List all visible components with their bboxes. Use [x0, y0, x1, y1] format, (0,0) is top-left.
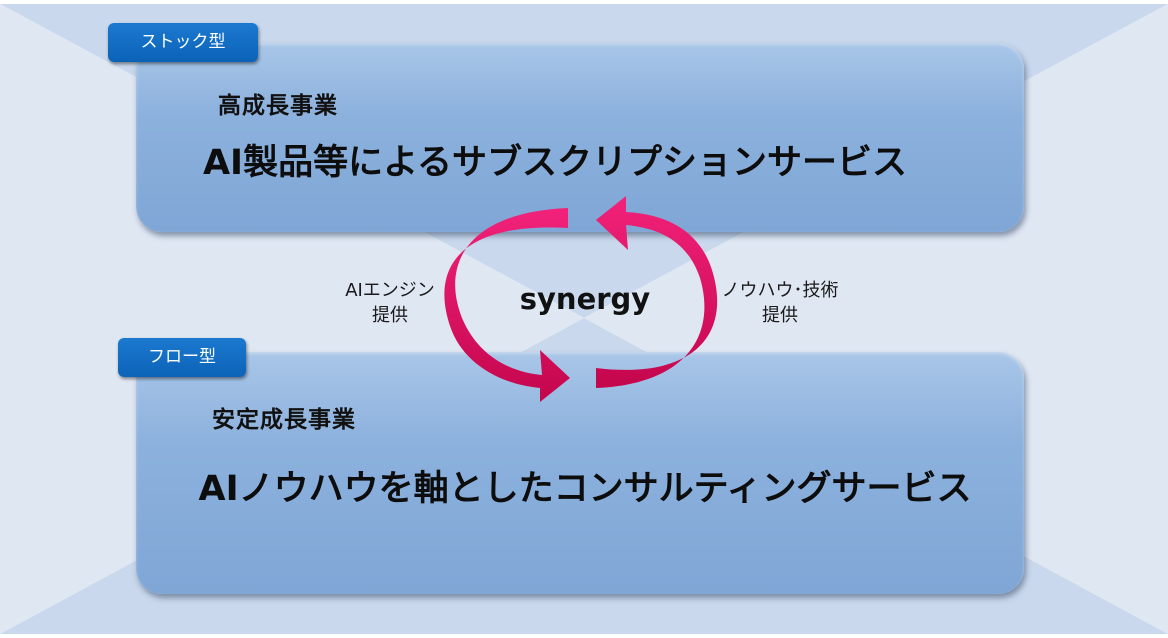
stock-main-title: AI製品等によるサブスクリプションサービス: [202, 143, 908, 183]
stock-type-tag: ストック型: [108, 23, 258, 62]
flow-business-panel: [136, 352, 1024, 594]
left-cycle-arrow-icon: [444, 208, 570, 402]
flow-subtitle: 安定成長事業: [212, 407, 356, 433]
ai-engine-label-line1: AIエンジン: [345, 280, 435, 301]
ai-engine-label-line2: 提供: [372, 305, 408, 326]
knowhow-label-line1: ノウハウ･技術: [721, 280, 839, 301]
flow-main-title: AIノウハウを軸としたコンサルティングサービス: [198, 469, 972, 509]
stock-subtitle: 高成長事業: [218, 93, 338, 119]
synergy-label: synergy: [519, 282, 651, 316]
ai-engine-label: AIエンジン 提供: [330, 278, 450, 328]
knowhow-label: ノウハウ･技術 提供: [705, 278, 855, 328]
knowhow-label-line2: 提供: [762, 305, 798, 326]
right-cycle-arrow-icon: [596, 196, 718, 388]
stock-business-panel: [136, 43, 1024, 232]
flow-type-tag: フロー型: [118, 338, 246, 377]
